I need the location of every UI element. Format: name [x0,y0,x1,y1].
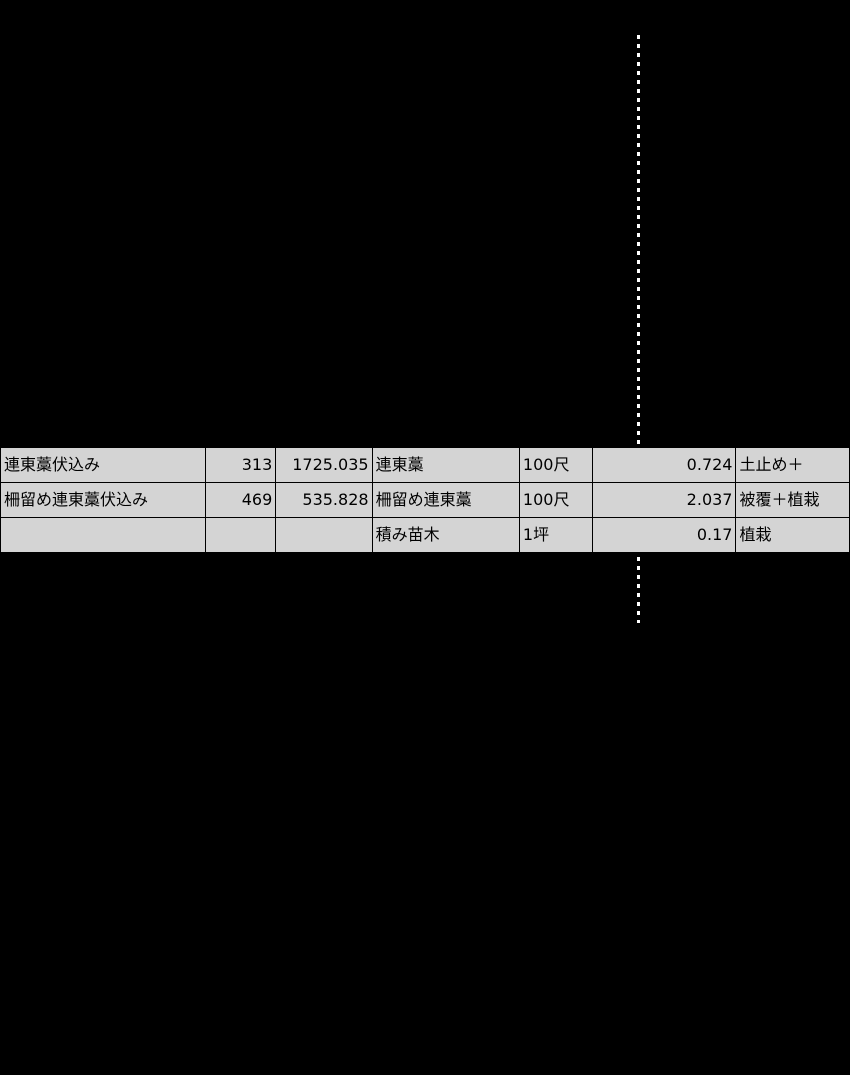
table-row: 連東藁伏込み 313 1725.035 連東藁 100尺 0.724 土止め＋ [0,447,850,483]
table-row: 積み苗木 1坪 0.17 植栽 [0,517,850,553]
cell-rate: 0.17 [592,517,737,553]
cell-use: 被覆＋植栽 [735,482,850,518]
cell-value: 1725.035 [275,447,373,483]
cell-work-name: 連東藁伏込み [0,447,207,483]
cell-unit: 100尺 [518,447,594,483]
table-row: 柵留め連東藁伏込み 469 535.828 柵留め連東藁 100尺 2.037 … [0,482,850,518]
cell-material: 連東藁 [371,447,520,483]
cell-empty [205,517,277,553]
cell-material: 積み苗木 [371,517,520,553]
data-table: 連東藁伏込み 313 1725.035 連東藁 100尺 0.724 土止め＋ … [0,447,850,553]
vertical-dotted-guide-line [637,35,640,623]
cell-empty [275,517,373,553]
cell-use: 土止め＋ [735,447,850,483]
cell-value: 535.828 [275,482,373,518]
data-table-container: 連東藁伏込み 313 1725.035 連東藁 100尺 0.724 土止め＋ … [0,447,850,553]
cell-material: 柵留め連東藁 [371,482,520,518]
cell-rate: 0.724 [592,447,737,483]
cell-empty [0,517,207,553]
cell-unit: 100尺 [518,482,594,518]
cell-use: 植栽 [735,517,850,553]
cell-rate: 2.037 [592,482,737,518]
cell-quantity: 469 [205,482,277,518]
cell-work-name: 柵留め連東藁伏込み [0,482,207,518]
cell-quantity: 313 [205,447,277,483]
cell-unit: 1坪 [518,517,594,553]
